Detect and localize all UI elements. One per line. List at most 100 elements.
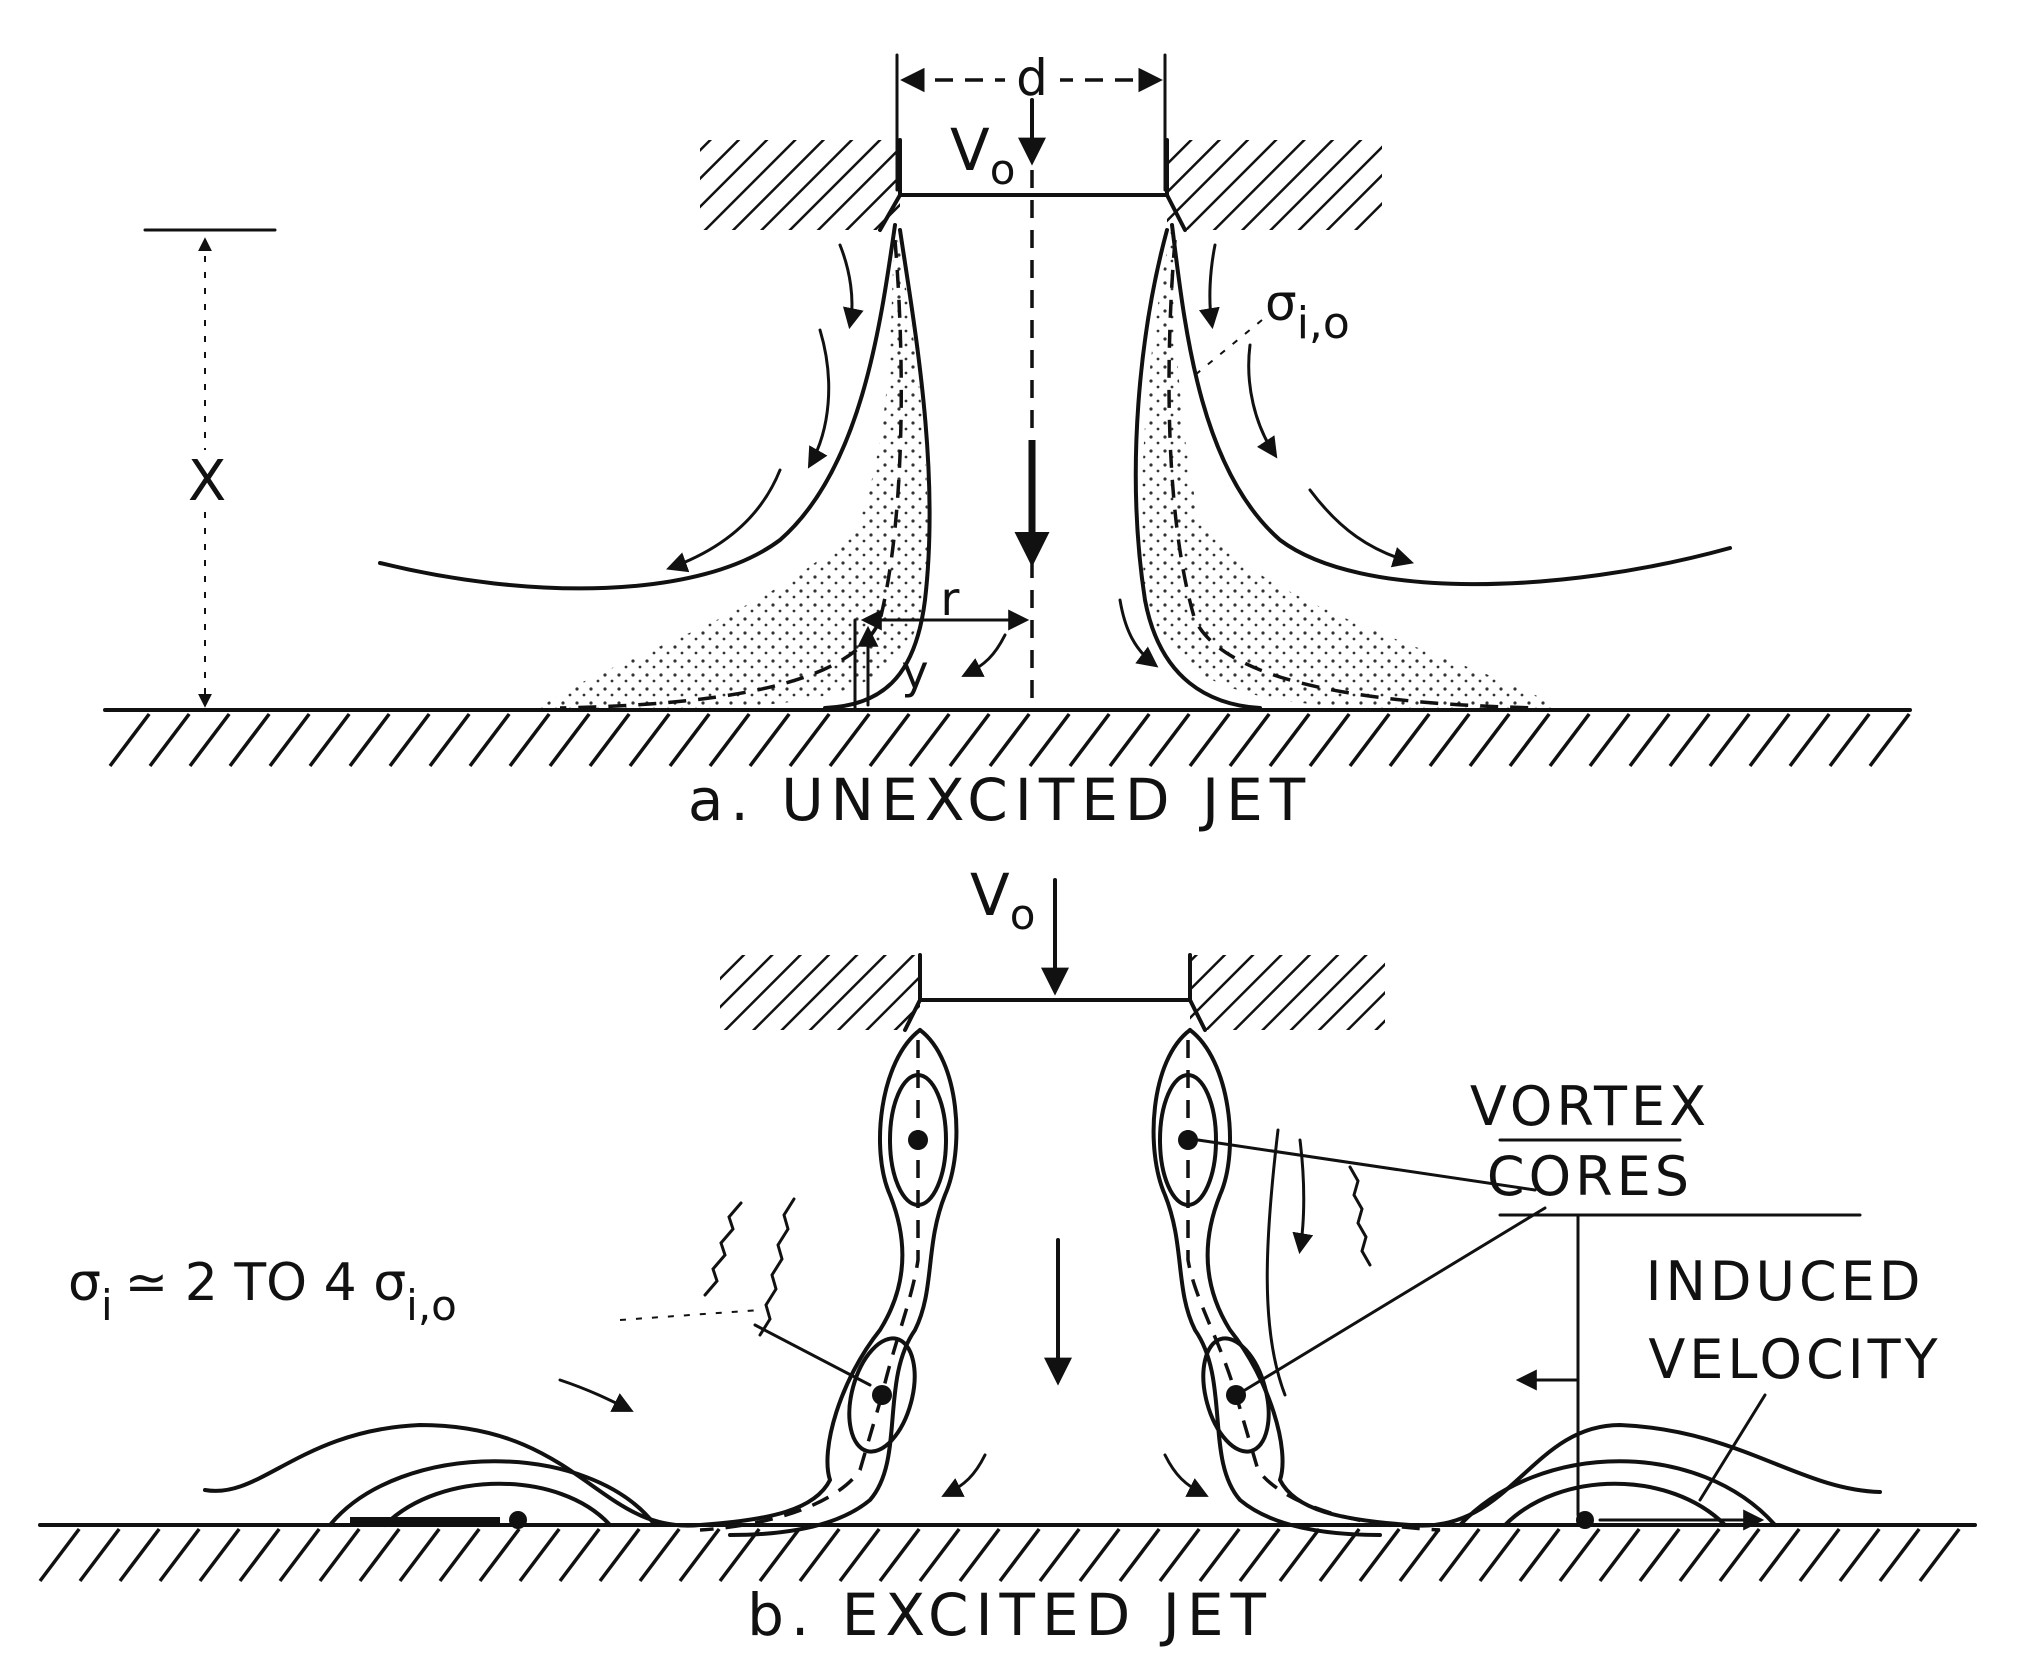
- shear-midline-right: [1167, 239, 1541, 710]
- ground-hatch-stroke: [1868, 712, 1911, 768]
- leader-induced-velocity: [1698, 1393, 1767, 1502]
- ground-hatch-stroke: [838, 1527, 881, 1583]
- flow-arrow-a7: [1118, 598, 1159, 668]
- vortex-core-left-2: [872, 1385, 892, 1405]
- ground-hatch-stroke: [1188, 712, 1231, 768]
- ground-hatch-stroke: [878, 1527, 921, 1583]
- flow-arrow-a1: [838, 243, 864, 330]
- diameter-label: d: [1016, 49, 1048, 107]
- ground-hatch-stroke: [1118, 1527, 1161, 1583]
- sigma-relation-label-sub: i,o: [406, 1281, 457, 1330]
- ground-hatch-stroke: [388, 712, 431, 768]
- ground-hatch-stroke: [1278, 1527, 1321, 1583]
- entrainment-streamline-left: [378, 223, 897, 591]
- ground-hatch-stroke: [508, 712, 551, 768]
- ground-hatch-stroke: [1358, 1527, 1401, 1583]
- ground-hatch-stroke: [238, 1527, 281, 1583]
- ground-hatch-stroke: [468, 712, 511, 768]
- ground-hatch-stroke: [118, 1527, 161, 1583]
- radius-label: r: [941, 572, 960, 626]
- sigma-relation-label: ≃ 2 TO 4 σ: [125, 1253, 407, 1313]
- ground-hatch-stroke: [758, 1527, 801, 1583]
- ground-hatch-stroke: [638, 1527, 681, 1583]
- ground-hatch-stroke: [1108, 712, 1151, 768]
- velocity-label-bottom: V: [970, 861, 1010, 929]
- ground-hatch-stroke: [188, 712, 231, 768]
- ground-hatch-stroke: [348, 712, 391, 768]
- ground-hatch-stroke: [108, 712, 151, 768]
- ground-hatch-stroke: [398, 1527, 441, 1583]
- ground-hatch-b: [38, 1527, 1961, 1583]
- ground-hatch-stroke: [1788, 712, 1831, 768]
- vortex-midline-right: [1186, 1040, 1441, 1532]
- ground-hatch-stroke: [1238, 1527, 1281, 1583]
- ground-hatch-stroke: [948, 712, 991, 768]
- ground-hatch-stroke: [1628, 712, 1671, 768]
- ground-hatch-stroke: [708, 712, 751, 768]
- ground-hatch-stroke: [1158, 1527, 1201, 1583]
- ground-hatch-stroke: [598, 1527, 641, 1583]
- svg-text:σi,o: σi,o: [1265, 274, 1350, 349]
- wave-line-right-1: [1265, 1128, 1287, 1397]
- ground-hatch-stroke: [958, 1527, 1001, 1583]
- unexcited-jet-panel: d Vo X r: [103, 49, 1912, 834]
- ground-hatch-stroke: [1078, 1527, 1121, 1583]
- ground-hatch-stroke: [998, 1527, 1041, 1583]
- ground-hatch-stroke: [748, 712, 791, 768]
- ground-hatch-stroke: [1478, 1527, 1521, 1583]
- nozzle-plate-right-a: [1167, 140, 1382, 230]
- ground-hatch-stroke: [1318, 1527, 1361, 1583]
- ground-hatch-stroke: [548, 712, 591, 768]
- caption-excited: b. EXCITED JET: [747, 1581, 1273, 1649]
- ground-hatch-stroke: [1678, 1527, 1721, 1583]
- ground-vortex-right-outer: [1458, 1459, 1777, 1527]
- svg-text:Vo: Vo: [970, 861, 1035, 939]
- ground-hatch-stroke: [1438, 1527, 1481, 1583]
- ground-hatch-stroke: [1708, 712, 1751, 768]
- ground-vortex-left-outer: [328, 1459, 657, 1527]
- ground-hatch-stroke: [1838, 1527, 1881, 1583]
- ground-hatch-stroke: [158, 1527, 201, 1583]
- svg-text:Vo: Vo: [950, 116, 1015, 194]
- sigma-io-label: σ: [1265, 274, 1297, 332]
- ground-hatch-stroke: [1798, 1527, 1841, 1583]
- height-label: X: [188, 449, 226, 514]
- ground-hatch-stroke: [1758, 1527, 1801, 1583]
- shear-layer-right: [1141, 225, 1560, 708]
- leader-vortex-right-1: [1196, 1138, 1537, 1192]
- ground-hatch-stroke: [228, 712, 271, 768]
- jet-boundary-left-inner: [823, 228, 932, 710]
- vortex-envelope-left: [203, 1028, 922, 1528]
- ground-hatch-stroke: [558, 1527, 601, 1583]
- ground-hatch-stroke: [78, 1527, 121, 1583]
- excited-jet-panel: Vo: [38, 861, 1977, 1649]
- flow-arrow-a8: [961, 633, 1007, 677]
- vortex-envelope-right-inner: [1151, 1028, 1382, 1537]
- caption-unexcited: a. UNEXCITED JET: [688, 766, 1312, 834]
- wave-line-right-2: [1348, 1165, 1372, 1267]
- ground-hatch-stroke: [588, 712, 631, 768]
- ground-hatch-stroke: [828, 712, 871, 768]
- ground-hatch-stroke: [1508, 712, 1551, 768]
- ground-hatch-stroke: [1878, 1527, 1921, 1583]
- ground-hatch-stroke: [438, 1527, 481, 1583]
- ground-hatch-stroke: [1668, 712, 1711, 768]
- ground-hatch-stroke: [1718, 1527, 1761, 1583]
- vortex-midline-left: [699, 1040, 920, 1532]
- y-coordinate-label: y: [901, 645, 928, 699]
- vortex-label-line2: CORES: [1487, 1145, 1693, 1208]
- ground-hatch-stroke: [278, 1527, 321, 1583]
- ground-hatch-stroke: [1028, 712, 1071, 768]
- ground-hatch-stroke: [668, 712, 711, 768]
- ground-hatch-stroke: [788, 712, 831, 768]
- wave-line-left-2: [758, 1197, 796, 1337]
- ground-hatch-stroke: [1748, 712, 1791, 768]
- ground-hatch-stroke: [868, 712, 911, 768]
- ground-hatch-stroke: [718, 1527, 761, 1583]
- flow-arrow-a3: [666, 468, 782, 573]
- ground-hatch-stroke: [1268, 712, 1311, 768]
- ground-hatch-stroke: [428, 712, 471, 768]
- ground-vortex-left-inner: [383, 1481, 612, 1527]
- ground-hatch-stroke: [38, 1527, 81, 1583]
- entrainment-streamline-right: [1170, 223, 1732, 587]
